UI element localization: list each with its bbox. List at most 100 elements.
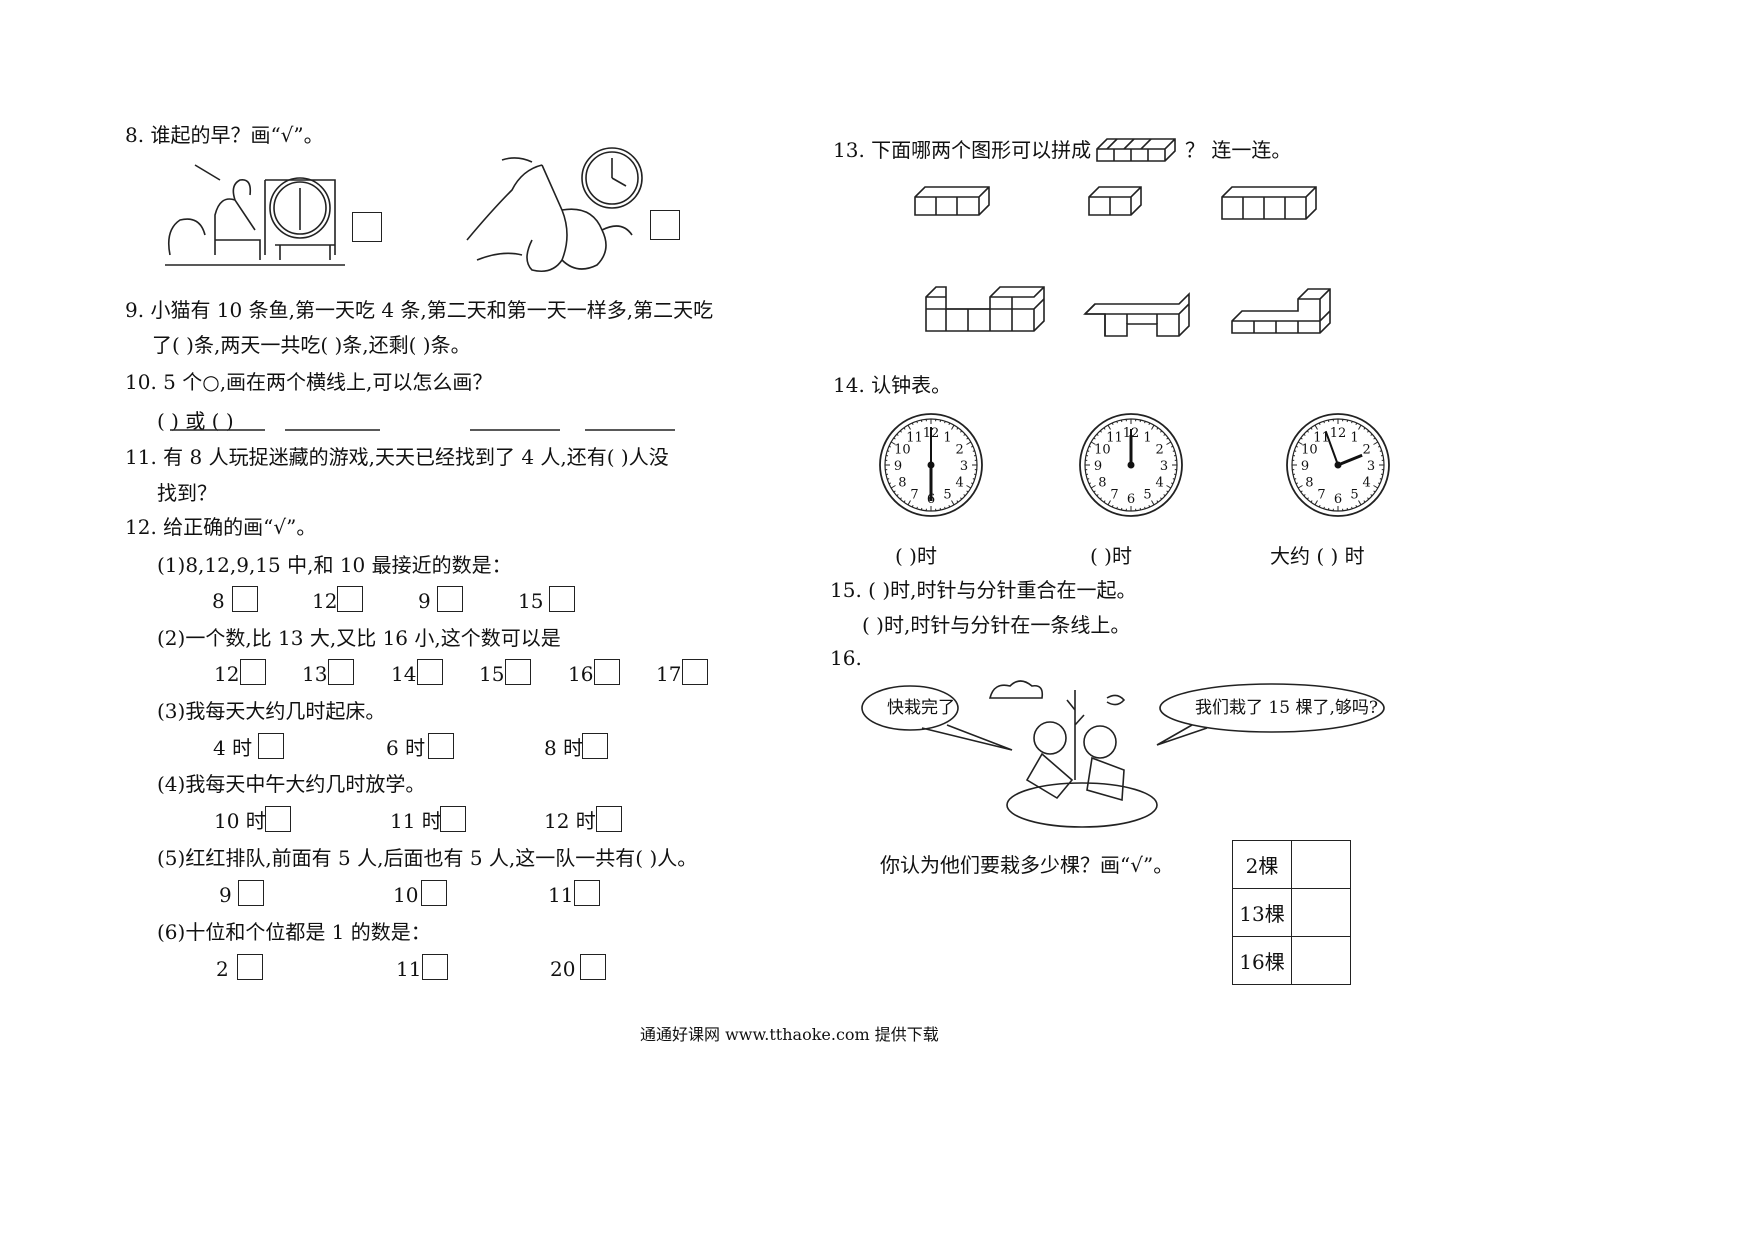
q12-sub2-option-4: 15 [479,662,505,686]
q12-sub5-option-2: 10 [393,883,419,907]
q12-sub2-option-1: 12 [214,662,240,686]
q14-text: 14. 认钟表。 [833,373,952,397]
clock-number: 11 [1106,430,1123,445]
q16-row-1-check[interactable] [1291,840,1351,889]
clock-number: 8 [1305,476,1313,491]
q9-line2: 了( )条,两天一共吃( )条,还剩( )条。 [152,333,471,357]
clock-number: 6 [1334,492,1342,507]
q12-sub2-box-5[interactable] [594,659,620,685]
clock-number: 3 [1160,459,1168,474]
q12-sub3-option-1: 4 时 [213,736,253,760]
clock-number: 5 [943,488,951,503]
clock-number: 5 [1143,488,1151,503]
q12-sub1-box-1[interactable] [232,586,258,612]
q12-sub6-box-3[interactable] [580,954,606,980]
q13-shape-1 [914,186,990,216]
q12-sub3-option-3: 8 时 [544,736,584,760]
clock-number: 2 [1362,443,1370,458]
clock-number: 4 [1155,476,1163,491]
q12-sub1-option-4: 15 [518,589,544,613]
q12-sub3-option-2: 6 时 [386,736,426,760]
clock-number: 10 [1301,443,1318,458]
clock-number: 9 [1094,459,1102,474]
clock-number: 12 [1330,426,1347,441]
q16-row-3-label: 16棵 [1232,936,1292,985]
clock-number: 8 [898,476,906,491]
q13-text-b: ？ 连一连。 [1185,138,1292,162]
q12-sub4-box-2[interactable] [440,806,466,832]
q12-sub4-option-3: 12 时 [544,809,596,833]
q13-shape-5 [1083,292,1190,337]
q12-sub4-text: (4)我每天中午大约几时放学。 [157,772,426,796]
q12-sub2-option-6: 17 [656,662,682,686]
clock-number: 8 [1098,476,1106,491]
q16-bubble-left: 快栽完了 [887,698,955,718]
q13-shape-2 [1088,186,1142,216]
q16-row-2-check[interactable] [1291,888,1351,937]
q13-shape-6 [1231,288,1331,334]
q12-sub2-box-6[interactable] [682,659,708,685]
q16-row-3-check[interactable] [1291,936,1351,985]
q12-sub2-box-2[interactable] [328,659,354,685]
clock-number: 10 [894,443,911,458]
q15-line2: ( )时,时针与分针在一条线上。 [862,613,1131,637]
clock-number: 2 [1155,443,1163,458]
q12-sub2-box-3[interactable] [417,659,443,685]
clock-number: 11 [1313,430,1330,445]
q10-answer-line: ( ) 或 ( ) [157,409,234,433]
q12-sub3-text: (3)我每天大约几时起床。 [157,699,386,723]
q12-sub5-option-3: 11 [548,883,574,907]
q8-text: 8. 谁起的早？画“√”。 [125,123,324,147]
clock-number: 1 [943,430,951,445]
q8-check-box-2[interactable] [650,210,680,240]
q12-sub5-option-1: 9 [219,883,232,907]
table-row: 2棵 [1232,840,1351,889]
q12-sub1-box-3[interactable] [437,586,463,612]
q12-sub4-option-1: 10 时 [214,809,266,833]
q12-sub1-box-2[interactable] [337,586,363,612]
q12-sub2-text: (2)一个数,比 13 大,又比 16 小,这个数可以是 [157,626,561,650]
q11-line1: 11. 有 8 人玩捉迷藏的游戏,天天已经找到了 4 人,还有( )人没 [125,445,669,469]
q12-sub5-box-3[interactable] [574,880,600,906]
q12-sub2-box-1[interactable] [240,659,266,685]
q9-line1: 9. 小猫有 10 条鱼,第一天吃 4 条,第二天和第一天一样多,第二天吃 [125,298,714,322]
q12-sub1-text: (1)8,12,9,15 中,和 10 最接近的数是： [157,553,512,577]
q12-sub3-box-1[interactable] [258,733,284,759]
q12-sub4-box-3[interactable] [596,806,622,832]
clock-number: 3 [1367,459,1375,474]
q13-shape-3 [1221,186,1317,220]
q12-sub5-box-2[interactable] [421,880,447,906]
clock-number: 5 [1350,488,1358,503]
q12-sub1-option-3: 9 [418,589,431,613]
clock-number: 11 [906,430,923,445]
clock-number: 7 [910,488,918,503]
q12-sub4-box-1[interactable] [265,806,291,832]
q12-sub6-option-2: 11 [396,957,422,981]
table-row: 16棵 [1232,936,1351,985]
q12-sub1-option-2: 12 [312,589,338,613]
rooster-picture [466,147,643,273]
q12-sub2-option-2: 13 [302,662,328,686]
q12-sub4-option-2: 11 时 [390,809,442,833]
q12-sub6-box-1[interactable] [237,954,263,980]
clock-number: 4 [1362,476,1370,491]
q11-line2: 找到？ [157,481,217,505]
q12-sub1-box-4[interactable] [549,586,575,612]
q12-sub2-box-4[interactable] [505,659,531,685]
clock-number: 2 [955,443,963,458]
q16-answer-table: 2棵 13棵 16棵 [1232,840,1351,985]
q16-row-1-label: 2棵 [1232,840,1292,889]
q13-text-a: 13. 下面哪两个图形可以拼成 [833,138,1092,162]
clock-number: 4 [955,476,963,491]
q12-sub3-box-2[interactable] [428,733,454,759]
q12-sub5-box-1[interactable] [238,880,264,906]
q14-label-2: ( )时 [1090,544,1132,568]
q8-check-box-1[interactable] [352,212,382,242]
q12-sub6-box-2[interactable] [422,954,448,980]
q15-line1: 15. ( )时,时针与分针重合在一起。 [830,578,1137,602]
q10-blank-lines [170,429,675,431]
q13-shape-4 [925,286,1045,332]
q12-sub6-option-3: 20 [550,957,576,981]
q12-sub3-box-3[interactable] [582,733,608,759]
